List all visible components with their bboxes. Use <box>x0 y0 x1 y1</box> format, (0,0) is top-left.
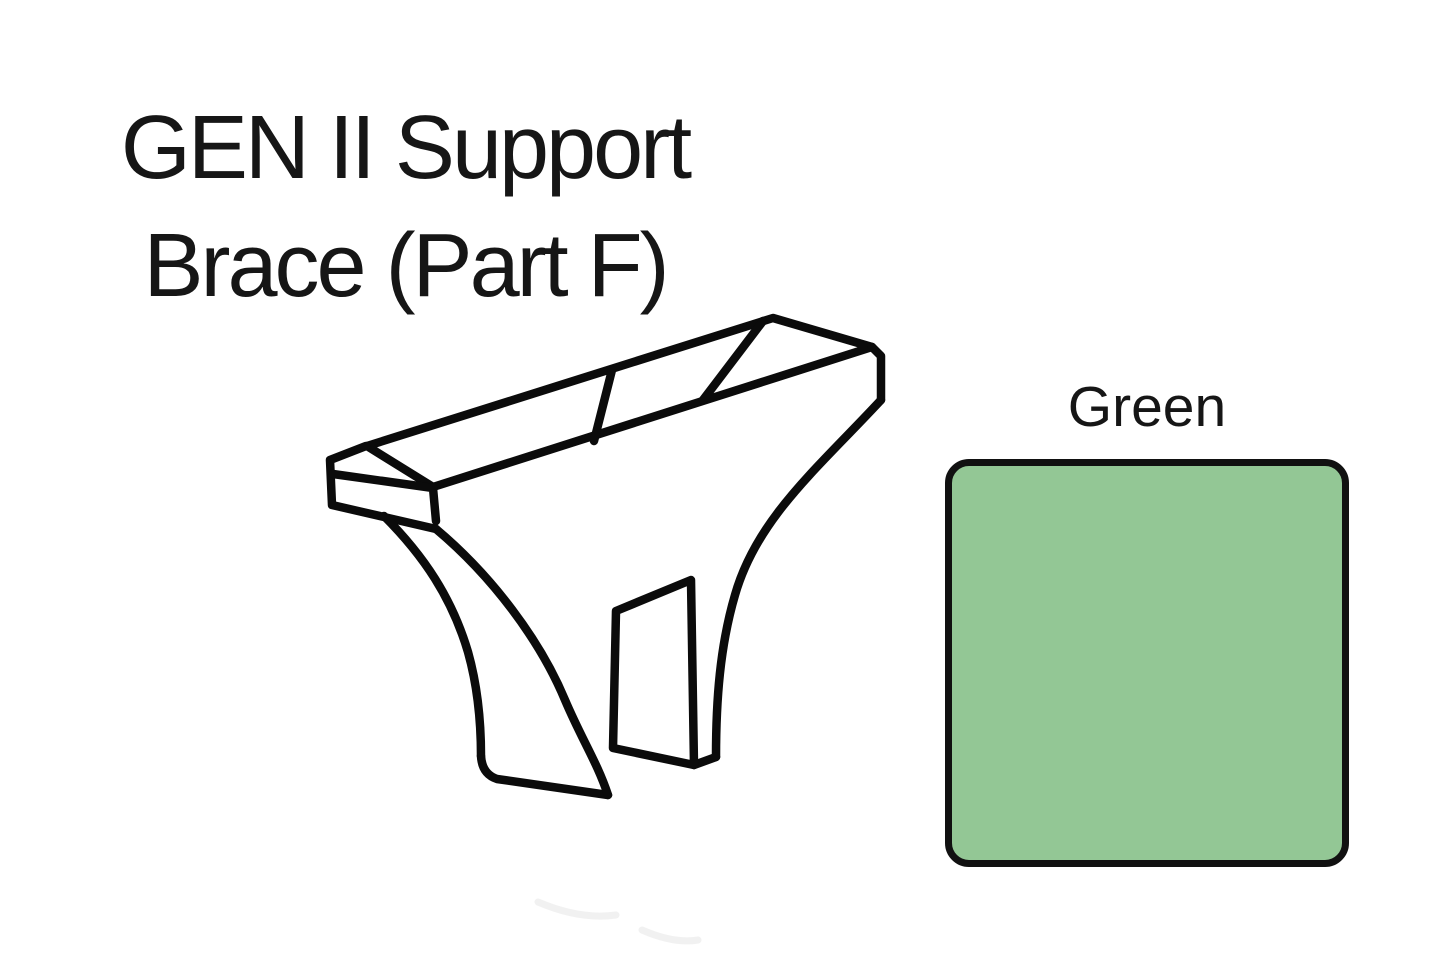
brace-notch-panel <box>608 575 699 770</box>
page-title-line-1: GEN II Support <box>120 98 692 198</box>
green-swatch-label: Green <box>1067 375 1227 439</box>
brace-left-foot-bottom <box>476 751 613 800</box>
brace-top-division-line-2 <box>698 316 768 405</box>
green-swatch <box>945 459 1349 867</box>
page-title: GEN II Support Brace (Part F) <box>60 89 750 325</box>
brace-top-division-line-1 <box>589 365 617 446</box>
paper-smudge <box>534 898 702 945</box>
brace-top-face <box>362 313 877 492</box>
brace-right-end-edge <box>867 342 886 405</box>
brace-end-cap-front-edge <box>328 469 441 526</box>
brace-left-leg-inner-curve <box>431 524 613 800</box>
brace-left-leg-outer-curve <box>379 511 486 761</box>
page-title-line-2: Brace (Part F) <box>143 216 669 316</box>
brace-right-leg-outer-curve <box>711 395 886 762</box>
